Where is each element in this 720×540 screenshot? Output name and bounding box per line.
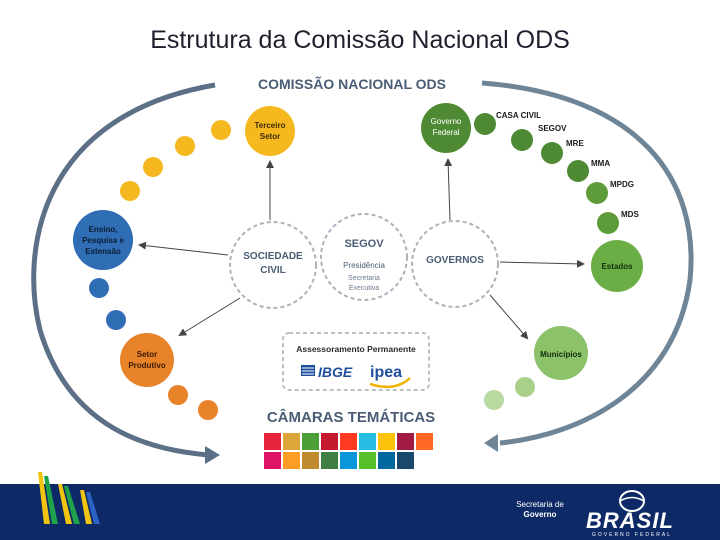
branch-label: MRE — [566, 139, 584, 148]
sociedade-label: CIVIL — [260, 265, 286, 276]
sdg-goal-icon — [359, 452, 376, 469]
outer-arc-left — [31, 82, 216, 458]
branch-dot — [567, 160, 589, 182]
branch-dot — [511, 129, 533, 151]
comissao-label: COMISSÃO NACIONAL ODS — [258, 75, 446, 92]
setor-produtivo-label: Produtivo — [128, 361, 165, 370]
secretaria-logo-text: Secretaria de Governo — [500, 500, 580, 520]
blue-dot — [89, 278, 109, 298]
ipea-label: ipea — [370, 364, 402, 381]
branch-label: MDS — [621, 210, 639, 219]
governos-circle — [411, 220, 499, 308]
arrow-to-setor — [178, 297, 241, 337]
sdg-goal-icon — [264, 433, 281, 450]
terceiro-setor-label: Terceiro — [255, 121, 286, 130]
brasil-flag-logo-icon — [38, 472, 100, 524]
secretaria-label: Executiva — [349, 285, 379, 292]
ensino-label: Extensão — [85, 247, 121, 256]
blue-dot — [106, 310, 126, 330]
green-dot — [515, 377, 535, 397]
setor-produtivo-node — [120, 333, 174, 387]
sdg-goal-icon — [340, 452, 357, 469]
brasil-logo-text: BRASIL — [586, 508, 674, 533]
camaras-label: CÂMARAS TEMÁTICAS — [267, 408, 435, 426]
outer-arc-right-arrowhead — [484, 434, 498, 452]
arrow-to-governo — [444, 158, 453, 221]
assessoramento-box — [282, 332, 430, 391]
sociedade-label: SOCIEDADE — [243, 251, 303, 262]
outer-arc-right — [481, 80, 694, 446]
green-dot — [484, 390, 504, 410]
sdg-goal-icon — [321, 433, 338, 450]
ipea-swoosh-icon — [369, 377, 411, 389]
branch-label: SEGOV — [538, 124, 567, 133]
sdg-goal-icon — [302, 433, 319, 450]
arrow-to-estados — [499, 259, 585, 268]
yellow-dot — [143, 157, 163, 177]
branch-dot — [586, 182, 608, 204]
arrow-to-municipios — [489, 294, 529, 340]
brasil-subtitle: GOVERNO FEDERAL — [592, 532, 673, 538]
sdg-goal-icon — [359, 433, 376, 450]
sdg-icons-grid — [264, 433, 433, 469]
yellow-dot — [120, 181, 140, 201]
sdg-goal-icon — [416, 433, 433, 450]
ensino-label: Ensino, — [89, 225, 118, 234]
branch-label: MMA — [591, 159, 610, 168]
branch-label: CASA CIVIL — [496, 111, 541, 120]
orange-dot — [168, 385, 188, 405]
sdg-goal-icon — [321, 452, 338, 469]
sdg-goal-icon — [397, 433, 414, 450]
sdg-goal-icon — [397, 452, 414, 469]
municipios-label: Municípios — [540, 350, 582, 359]
segov-circle — [320, 213, 408, 301]
sdg-goal-icon — [340, 433, 357, 450]
arrow-to-ensino — [138, 241, 229, 256]
sdg-goal-icon — [264, 452, 281, 469]
secretaria-line: Secretaria de — [516, 500, 564, 509]
governo-federal-node — [421, 103, 471, 153]
terceiro-setor-label: Setor — [260, 132, 280, 141]
municipios-node — [534, 326, 588, 380]
brasil-globe-icon — [619, 490, 645, 512]
sdg-goal-icon — [302, 452, 319, 469]
sdg-goal-icon — [283, 433, 300, 450]
branch-dot — [597, 212, 619, 234]
sdg-goal-icon — [378, 452, 395, 469]
branch-dot — [474, 113, 496, 135]
ensino-label: Pesquisa e — [82, 236, 124, 245]
ensino-node — [73, 210, 133, 270]
outer-arc-left-arrowhead — [205, 446, 220, 464]
branch-label: MPDG — [610, 180, 634, 189]
orange-dot — [198, 400, 218, 420]
sdg-goal-icon — [283, 452, 300, 469]
secretaria-label: Secretaria — [348, 275, 380, 282]
terceiro-setor-node — [245, 106, 295, 156]
presidencia-label: Presidência — [343, 261, 385, 270]
page-title: Estrutura da Comissão Nacional ODS — [150, 26, 570, 54]
branch-dot — [541, 142, 563, 164]
footer-bar: Secretaria de Governo BRASIL GOVERNO FED… — [0, 472, 720, 540]
estados-node — [591, 240, 643, 292]
setor-produtivo-label: Setor — [137, 350, 157, 359]
yellow-dot — [175, 136, 195, 156]
ibge-logo-icon — [301, 365, 315, 376]
segov-center-label: SEGOV — [344, 238, 384, 250]
governo-federal-label: Federal — [432, 128, 459, 137]
secretaria-line: Governo — [523, 510, 557, 519]
governos-label: GOVERNOS — [426, 255, 484, 266]
yellow-dot — [211, 120, 231, 140]
ibge-label: IBGE — [318, 364, 353, 380]
sociedade-civil-circle — [229, 221, 317, 309]
estados-label: Estados — [601, 262, 633, 271]
assessoramento-label: Assessoramento Permanente — [296, 344, 416, 354]
sdg-goal-icon — [378, 433, 395, 450]
governo-federal-label: Governo — [431, 117, 462, 126]
